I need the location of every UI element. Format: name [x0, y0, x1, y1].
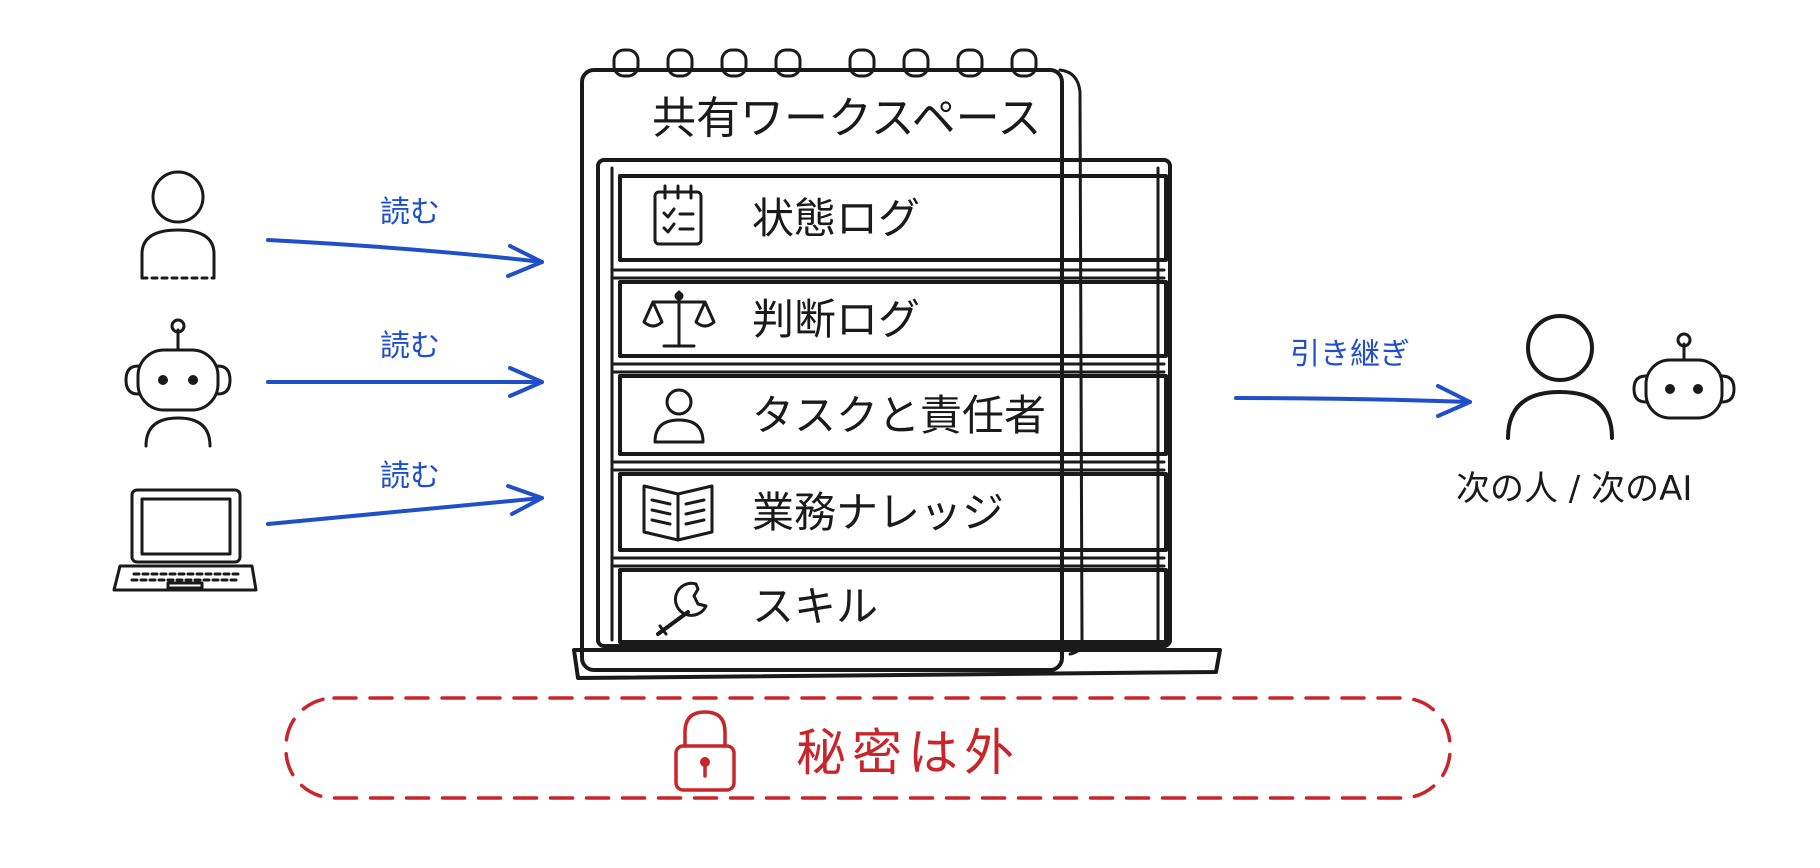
shelf-label: 状態ログ	[752, 194, 920, 243]
shelf-item: 業務ナレッジ	[612, 472, 1168, 568]
book-icon	[642, 484, 714, 542]
shelf-list: 状態ログ 判断ログ	[612, 174, 1168, 644]
robot-icon	[124, 318, 232, 448]
read-label: 読む	[380, 195, 440, 230]
scales-icon	[642, 290, 716, 348]
reader-list: 読む 読む	[112, 170, 544, 592]
binder-rings	[612, 48, 1038, 78]
secret-boundary: 秘密は外	[284, 696, 1452, 800]
handoff-group: 引き継ぎ 次の人 / 次のAI	[1234, 314, 1736, 509]
shelf-label: 判断ログ	[752, 295, 920, 344]
shelf-label: スキル	[752, 582, 878, 631]
handoff-arrow	[1234, 384, 1472, 418]
robot-icon	[1632, 332, 1736, 420]
human-icon	[140, 170, 216, 280]
secret-label: 秘密は外	[796, 724, 1020, 782]
reader-human: 読む	[140, 170, 544, 280]
person-icon	[653, 388, 705, 444]
laptop-icon	[112, 488, 258, 592]
reader-robot: 読む	[124, 318, 544, 448]
read-label: 読む	[380, 329, 440, 364]
workspace-title: 共有ワークスペース	[652, 93, 1041, 144]
shelf-item: スキル	[618, 568, 1168, 644]
lock-icon	[674, 710, 736, 792]
handoff-label: 引き継ぎ	[1290, 337, 1410, 372]
shelf-label: タスクと責任者	[752, 391, 1046, 440]
checklist-icon	[653, 184, 703, 246]
shelf-item: 判断ログ	[612, 280, 1168, 374]
shelf-label: 業務ナレッジ	[752, 488, 1004, 537]
shelf-item: タスクと責任者	[612, 374, 1168, 472]
handoff-recipient: 次の人 / 次のAI	[1456, 469, 1692, 509]
read-arrow	[266, 366, 544, 398]
reader-laptop: 読む	[112, 459, 544, 592]
wrench-icon	[656, 581, 708, 636]
read-label: 読む	[380, 459, 440, 494]
read-arrow	[266, 238, 544, 278]
workspace-binder: 共有ワークスペース 状態ロ	[572, 48, 1222, 680]
shelf-item: 状態ログ	[612, 174, 1168, 280]
read-arrow	[266, 484, 544, 526]
human-icon	[1506, 314, 1614, 440]
